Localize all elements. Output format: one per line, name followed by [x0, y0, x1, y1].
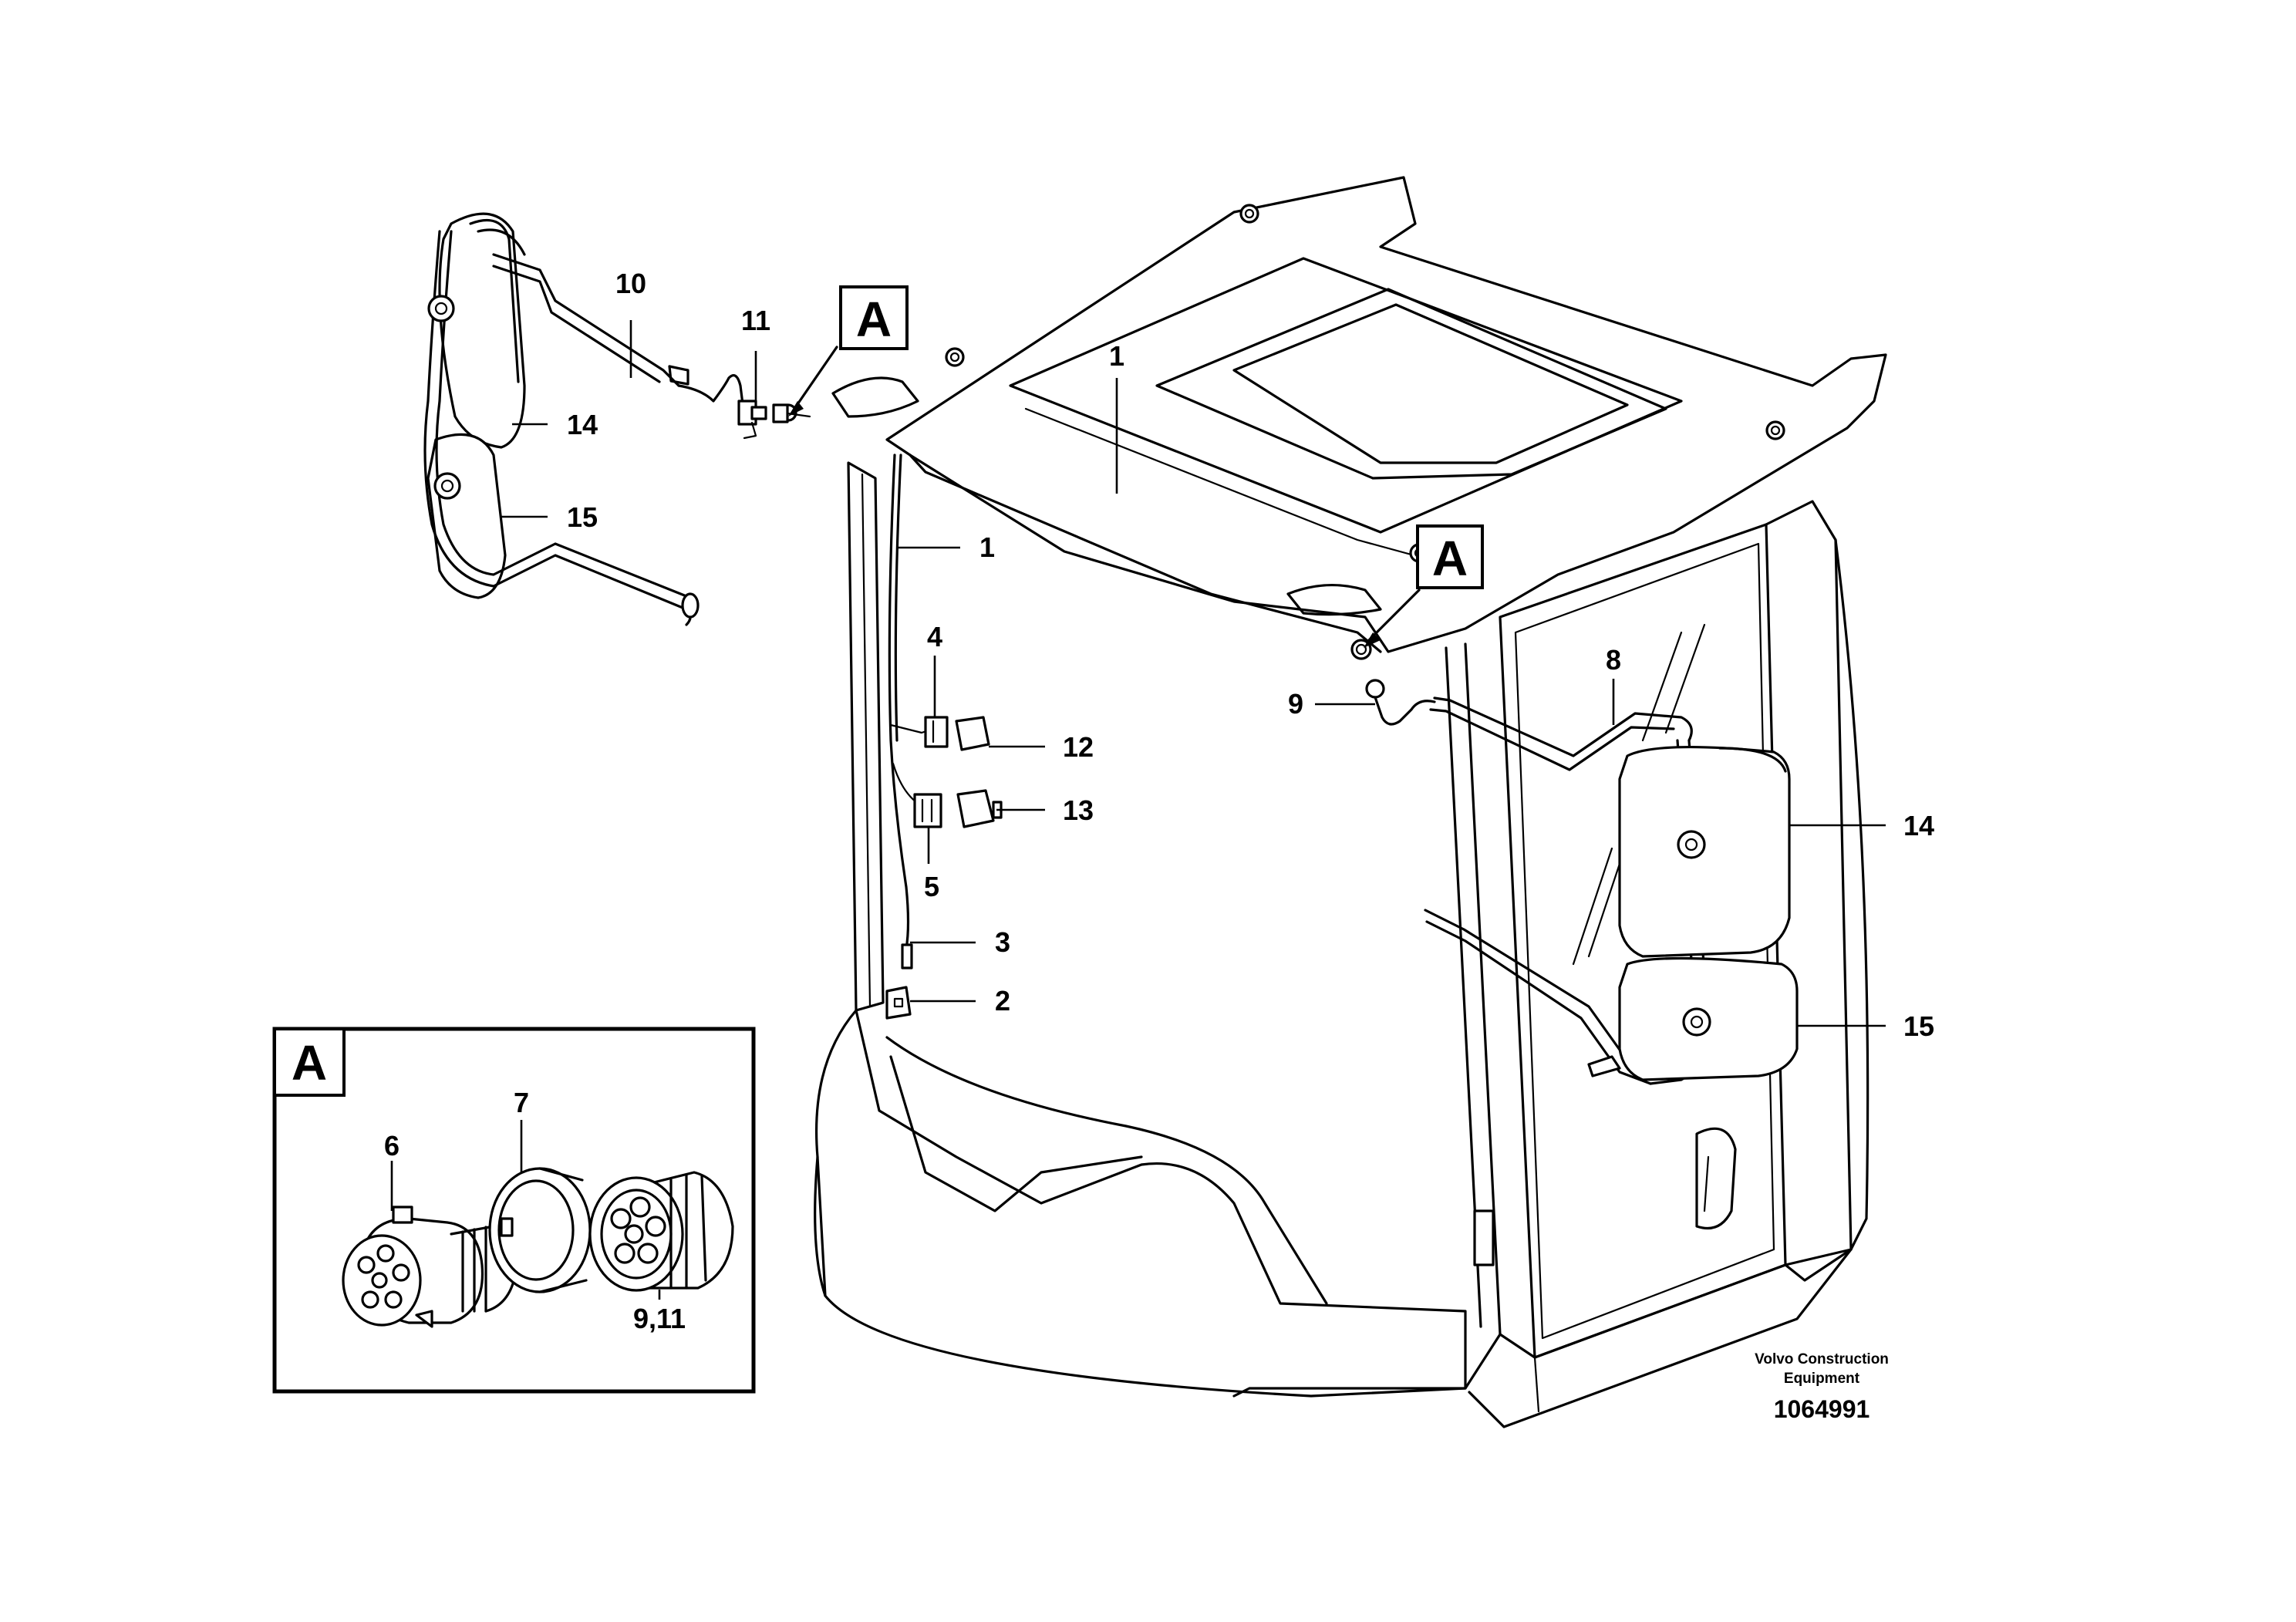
- detail-tag-right: A: [1364, 524, 1484, 648]
- callout-8: 8: [1606, 644, 1621, 676]
- credit-block: Volvo Construction Equipment 1064991: [1755, 1351, 1889, 1423]
- right-mirror-assembly: [1365, 679, 1799, 1085]
- wiring-harness: [885, 454, 1003, 1020]
- callout-1-pillar: 1: [979, 531, 995, 563]
- callout-10: 10: [615, 268, 646, 299]
- detail-tag-inset-label: A: [292, 1035, 327, 1091]
- cab-body: [814, 461, 1870, 1428]
- detail-a-inset: [272, 1027, 756, 1394]
- callout-6: 6: [384, 1130, 400, 1162]
- connector-plug-6: [342, 1206, 518, 1328]
- callout-15-right: 15: [1903, 1010, 1934, 1042]
- detail-tag-top-label: A: [856, 292, 892, 347]
- connector-socket-9-11: [588, 1171, 734, 1292]
- locking-ring-7: [488, 1167, 592, 1293]
- left-mirror-assembly: [423, 212, 811, 626]
- callout-1-roof: 1: [1109, 340, 1124, 372]
- callout-3: 3: [995, 926, 1010, 958]
- callout-13: 13: [1063, 794, 1094, 826]
- callout-14-left: 14: [567, 409, 598, 440]
- callout-4: 4: [927, 621, 942, 653]
- callout-5: 5: [924, 871, 939, 902]
- cab-roof: [779, 176, 1887, 660]
- callout-2: 2: [995, 985, 1010, 1017]
- callout-14-right: 14: [1903, 810, 1934, 841]
- credit-line-1: Volvo Construction: [1755, 1351, 1889, 1367]
- detail-tag-right-label: A: [1432, 531, 1468, 586]
- document-number: 1064991: [1774, 1395, 1870, 1423]
- credit-line-2: Equipment: [1784, 1371, 1860, 1387]
- detail-tag-inset: A: [273, 1027, 346, 1097]
- callout-9: 9: [1288, 688, 1303, 720]
- detail-tag-top: A: [788, 285, 909, 416]
- callout-9-11: 9,11: [633, 1303, 686, 1334]
- callout-labels: 1 1 2 3 4 5 6 7 8 9 9,11 10 11 12 13 14 …: [384, 268, 1934, 1334]
- leader-lines: [390, 320, 1886, 1300]
- callout-12: 12: [1063, 731, 1094, 763]
- callout-15-left: 15: [567, 501, 598, 533]
- callout-7: 7: [514, 1087, 529, 1118]
- callout-11: 11: [741, 305, 770, 336]
